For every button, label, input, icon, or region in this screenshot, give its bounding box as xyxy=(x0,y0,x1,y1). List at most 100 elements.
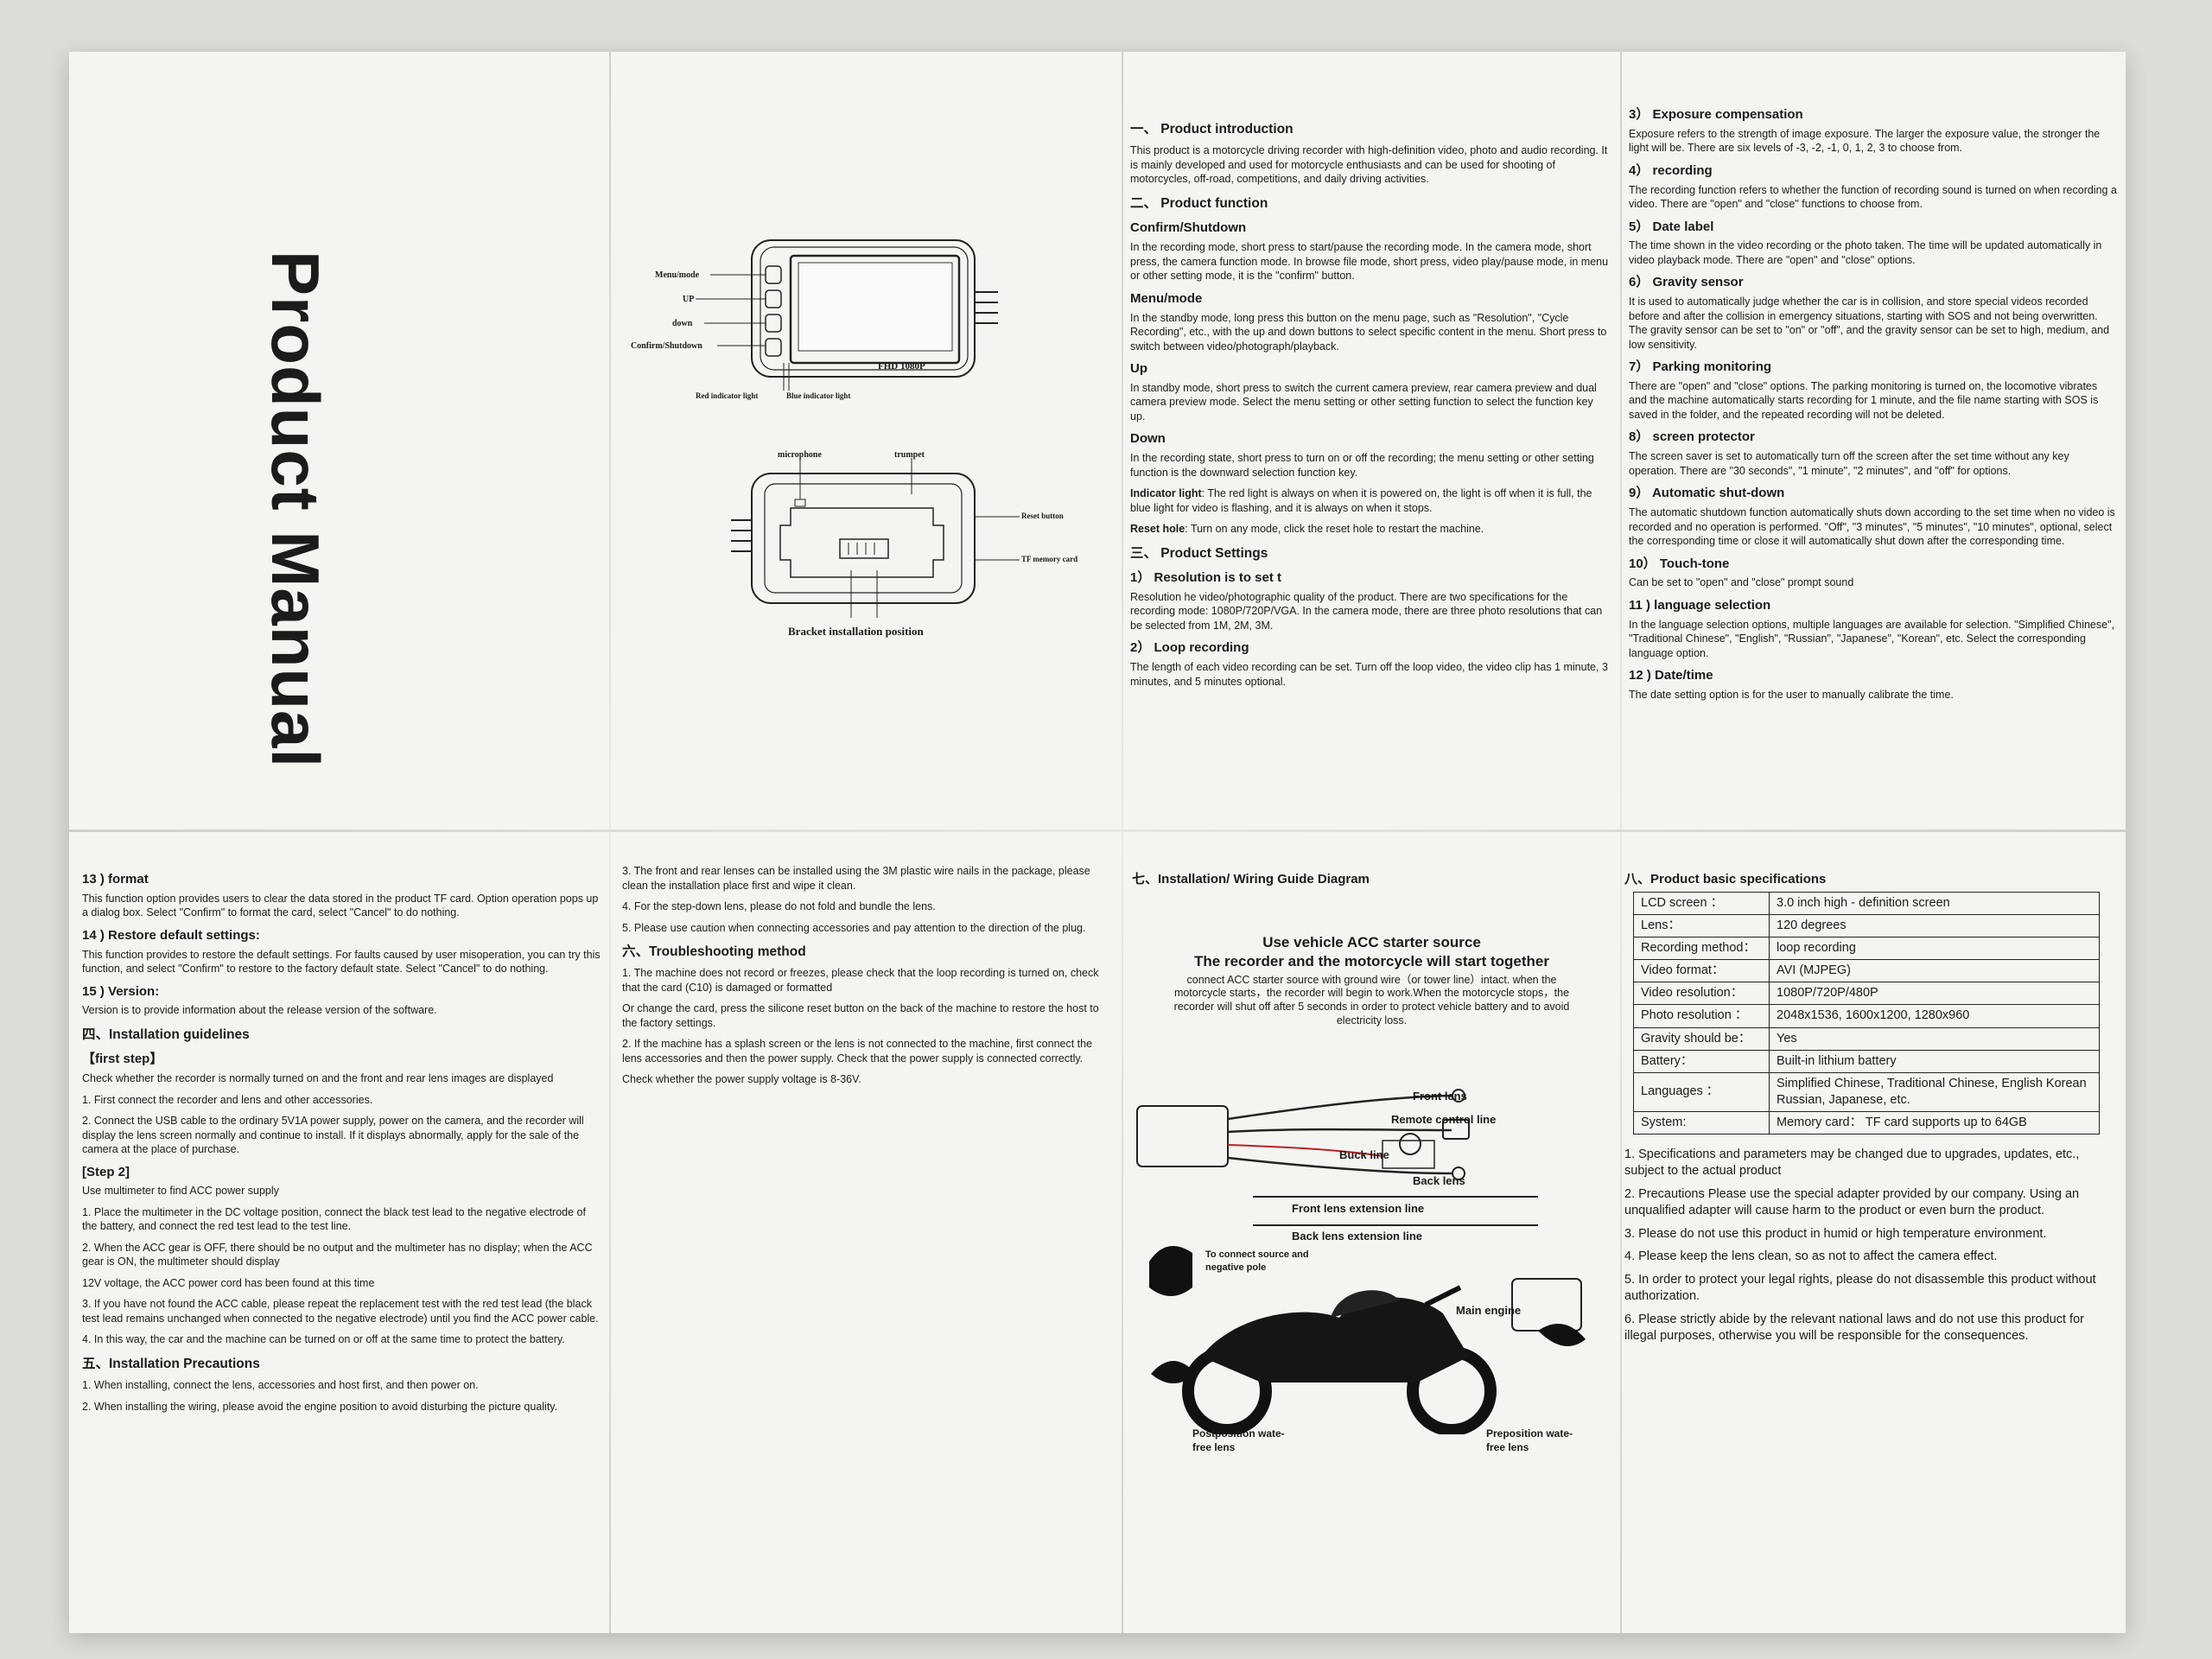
label-rear-lens: Postposition wate-free lens xyxy=(1192,1427,1285,1453)
spec-value: Built-in lithium battery xyxy=(1769,1049,2100,1073)
intro-panel: 一、 Product introduction This product is … xyxy=(1130,112,1610,825)
spec-value: loop recording xyxy=(1769,937,2100,961)
section-title: 二、 Product function xyxy=(1130,195,1268,211)
subsection-title: 5） Date label xyxy=(1629,219,1714,234)
spec-key: LCD screen ： xyxy=(1633,891,1770,915)
device-back-view xyxy=(731,458,1020,618)
motorcycle-illustration xyxy=(1182,1285,1497,1434)
list-item: 1. Specifications and parameters may be … xyxy=(1624,1147,2080,1179)
paragraph: This function option provides users to c… xyxy=(82,892,599,919)
paragraph: In the recording mode, short press to st… xyxy=(1130,241,1609,283)
wiring-headline-2: The recorder and the motorcycle will sta… xyxy=(1194,953,1549,970)
device-diagram xyxy=(696,239,1020,618)
section-title: 一、 Product introduction xyxy=(1130,122,1294,137)
spec-key: System: xyxy=(1633,1111,1770,1135)
spec-key: Video format： xyxy=(1633,959,1770,983)
wiring-diagram xyxy=(1136,1089,1586,1434)
list-item: 6. Please strictly abide by the relevant… xyxy=(1624,1312,2084,1343)
list-item: 1. When installing, connect the lens, ac… xyxy=(82,1379,479,1392)
label-blue-light: Blue indicator light xyxy=(786,391,851,400)
device-front-view xyxy=(696,239,998,391)
label-trumpet: trumpet xyxy=(894,450,925,460)
spec-value: 3.0 inch high - definition screen xyxy=(1769,891,2100,915)
spec-key: Recording method： xyxy=(1633,937,1770,961)
list-item: 2. Connect the USB cable to the ordinary… xyxy=(82,1115,584,1156)
subsection-title: 15 ) Version: xyxy=(82,983,160,999)
label-confirm: Confirm/Shutdown xyxy=(631,341,702,351)
installation-panel: 13 ) format This function option provide… xyxy=(82,864,601,1624)
list-item: 2. Precautions Please use the special ad… xyxy=(1624,1186,2080,1217)
troubleshooting-panel: 3. The front and rear lenses can be inst… xyxy=(622,864,1110,1210)
section-title: 八、Product basic specifications xyxy=(1624,872,1827,887)
spec-key: Video resolution： xyxy=(1633,982,1770,1006)
spec-key: Photo resolution ： xyxy=(1633,1004,1770,1028)
list-item: 3. If you have not found the ACC cable, … xyxy=(82,1298,599,1325)
subsection-title: 9） Automatic shut-down xyxy=(1629,486,1785,501)
list-item: 4. For the step-down lens, please do not… xyxy=(622,900,936,912)
label-back-lens: Back lens xyxy=(1413,1174,1465,1187)
subsection-title: 11 ) language selection xyxy=(1629,597,1771,613)
subsection-title: Up xyxy=(1130,361,1147,376)
fold-line xyxy=(609,52,611,1633)
paragraph: It is used to automatically judge whethe… xyxy=(1629,296,2110,351)
diagram-panel: FHD 1080P Menu/mode UP down Confirm/Shut… xyxy=(613,52,1119,825)
label-reset-button: Reset button xyxy=(1021,512,1064,520)
bracket-caption: Bracket installation position xyxy=(788,625,924,638)
subsection-title: Confirm/Shutdown xyxy=(1130,220,1247,236)
paragraph: : The red light is always on when it is … xyxy=(1130,487,1592,514)
fold-line xyxy=(1122,52,1123,1633)
paragraph: The automatic shutdown function automati… xyxy=(1629,506,2115,548)
spec-key: Gravity should be： xyxy=(1633,1027,1770,1051)
section-title: 五、Installation Precautions xyxy=(82,1356,260,1371)
specs-panel: 八、Product basic specifications LCD scree… xyxy=(1624,864,2117,1624)
paragraph: This product is a motorcycle driving rec… xyxy=(1130,144,1608,186)
label-microphone: microphone xyxy=(778,450,822,460)
subsection-title: 13 ) format xyxy=(82,872,149,887)
reset-title: Reset hole xyxy=(1130,523,1185,536)
wiring-panel: 七、Installation/ Wiring Guide Diagram Use… xyxy=(1132,864,1611,1624)
fold-line xyxy=(69,830,2126,832)
indicator-title: Indicator light xyxy=(1130,487,1202,500)
subsection-title: 7） Parking monitoring xyxy=(1629,359,1772,375)
section-title: 三、 Product Settings xyxy=(1130,545,1268,561)
list-item: 1. First connect the recorder and lens a… xyxy=(82,1093,373,1106)
list-item: 5. In order to protect your legal rights… xyxy=(1624,1273,2096,1304)
label-front-lens-waterproof: Preposition wate-free lens xyxy=(1486,1427,1573,1453)
subsection-title: [Step 2] xyxy=(82,1164,130,1179)
section-title: 七、Installation/ Wiring Guide Diagram xyxy=(1132,872,1370,887)
spec-table: LCD screen ：3.0 inch high - definition s… xyxy=(1633,891,2100,1135)
table-row: Gravity should be：Yes xyxy=(1633,1027,2100,1051)
paragraph: In the standby mode, long press this but… xyxy=(1130,311,1607,353)
label-front-extension: Front lens extension line xyxy=(1292,1202,1425,1215)
paragraph: The time shown in the video recording or… xyxy=(1629,239,2102,266)
label-red-light: Red indicator light xyxy=(696,391,759,400)
table-row: Languages ：Simplified Chinese, Tradition… xyxy=(1633,1071,2100,1113)
subsection-title: 12 ) Date/time xyxy=(1629,668,1713,683)
paragraph: Version is to provide information about … xyxy=(82,1004,437,1017)
paragraph: Exposure refers to the strength of image… xyxy=(1629,127,2101,155)
list-item: 4. Please keep the lens clean, so as not… xyxy=(1624,1249,1998,1264)
paragraph: Can be set to "open" and "close" prompt … xyxy=(1629,576,1854,589)
table-row: Photo resolution ：2048x1536, 1600x1200, … xyxy=(1633,1004,2100,1028)
subsection-title: 8） screen protector xyxy=(1629,429,1755,445)
list-item: 1. Place the multimeter in the DC voltag… xyxy=(82,1205,586,1233)
subsection-title: 10） Touch-tone xyxy=(1629,556,1730,571)
cover-title: Product Manual xyxy=(257,251,334,769)
label-up: UP xyxy=(683,295,695,304)
list-item: 2. When installing the wiring, please av… xyxy=(82,1400,558,1413)
table-row: Recording method：loop recording xyxy=(1633,937,2100,961)
spec-key: Battery： xyxy=(1633,1049,1770,1073)
subsection-title: 【first step】 xyxy=(82,1052,163,1067)
subsection-title: Menu/mode xyxy=(1130,290,1203,306)
spec-value: Yes xyxy=(1769,1027,2100,1051)
table-row: Battery：Built-in lithium battery xyxy=(1633,1049,2100,1073)
list-item: Or change the card, press the silicone r… xyxy=(622,1002,1099,1029)
spec-value: Simplified Chinese, Traditional Chinese,… xyxy=(1769,1071,2100,1113)
label-menu-mode: Menu/mode xyxy=(655,270,700,280)
paragraph: Use multimeter to find ACC power supply xyxy=(82,1185,279,1198)
label-remote-line: Remote control line xyxy=(1391,1113,1497,1126)
screen-text: FHD 1080P xyxy=(878,361,925,372)
paragraph: There are "open" and "close" options. Th… xyxy=(1629,379,2099,421)
subsection-title: 1） Resolution is to set t xyxy=(1130,570,1282,586)
table-row: Video resolution：1080P/720P/480P xyxy=(1633,982,2100,1006)
